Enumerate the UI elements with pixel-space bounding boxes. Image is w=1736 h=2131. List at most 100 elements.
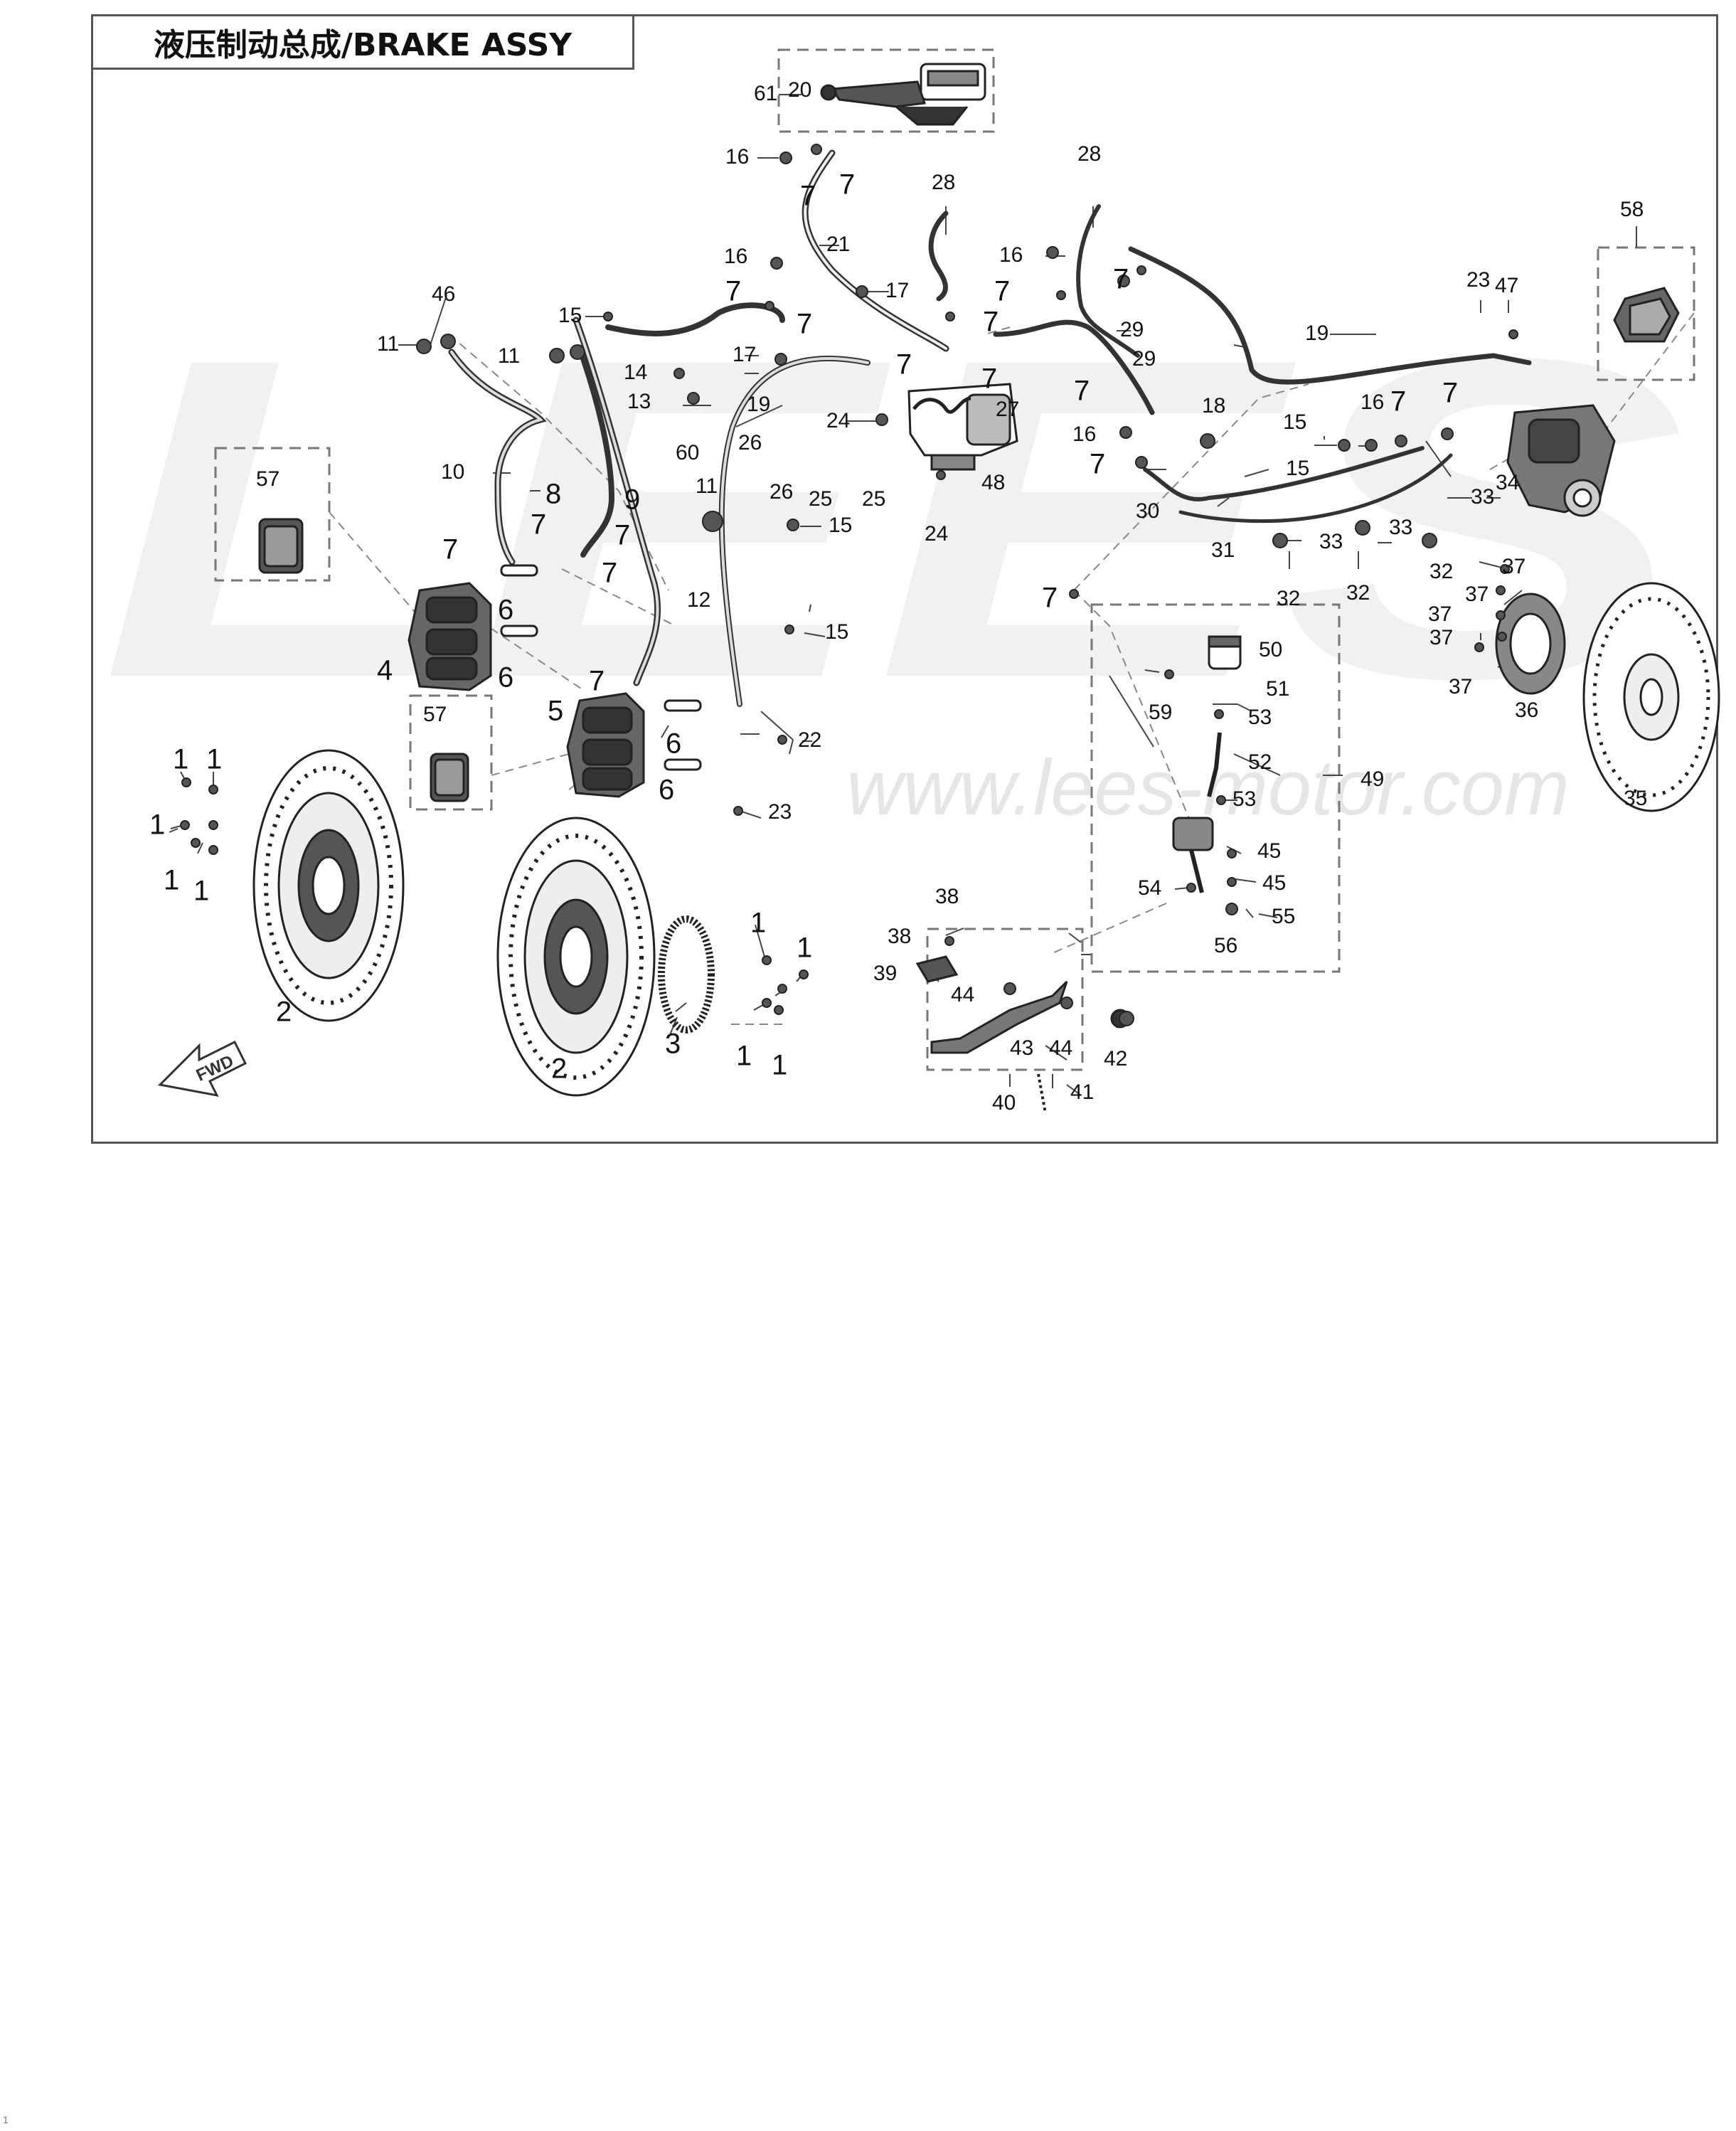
callout-16: 16 (725, 145, 749, 169)
callout-6: 6 (498, 595, 513, 626)
callout-4: 4 (377, 655, 393, 686)
callout-33: 33 (1389, 516, 1412, 539)
callout-7: 7 (994, 276, 1010, 307)
callout-7: 7 (602, 558, 617, 589)
hose-9 (577, 346, 615, 558)
callout-52: 52 (1248, 750, 1272, 774)
brake-pedal-group (926, 928, 1084, 1071)
callout-7: 7 (983, 307, 999, 338)
callout-39: 39 (873, 962, 897, 985)
callout-7: 7 (1090, 449, 1105, 480)
callout-28: 28 (1077, 142, 1101, 166)
callout-15: 15 (1283, 410, 1306, 434)
callout-46: 46 (432, 282, 455, 306)
callout-15: 15 (825, 620, 848, 644)
callout-57: 57 (423, 703, 447, 726)
callout-6: 6 (659, 775, 674, 806)
callout-2: 2 (276, 997, 292, 1028)
callout-37: 37 (1429, 626, 1453, 649)
callout-55: 55 (1272, 905, 1295, 928)
hose-30 (1143, 446, 1425, 501)
callout-38: 38 (935, 885, 959, 908)
callout-58: 58 (1620, 198, 1644, 221)
callout-1: 1 (206, 744, 222, 775)
callout-1: 1 (193, 876, 209, 907)
abs-unit (907, 383, 1018, 471)
callout-37: 37 (1449, 675, 1472, 698)
title-box: 液压制动总成/BRAKE ASSY (91, 14, 634, 70)
callout-23: 23 (1466, 268, 1490, 292)
callout-45: 45 (1262, 871, 1286, 895)
page-title: 液压制动总成/BRAKE ASSY (153, 27, 573, 63)
brake-pads (258, 287, 1680, 802)
callout-47: 47 (1495, 274, 1518, 297)
callout-29: 29 (1120, 318, 1144, 341)
hose-12-inner (575, 319, 659, 684)
callout-7: 7 (1113, 264, 1129, 295)
page-number: 1 (3, 2114, 9, 2125)
callout-7: 7 (531, 509, 546, 541)
callout-41: 41 (1070, 1080, 1094, 1104)
callout-32: 32 (1346, 581, 1370, 605)
callout-44: 44 (951, 983, 974, 1006)
callout-34: 34 (1496, 471, 1519, 494)
front-caliper-5 (566, 692, 645, 798)
callout-25: 25 (862, 487, 885, 511)
callout-22: 22 (798, 728, 821, 752)
callout-23: 23 (768, 800, 792, 824)
callout-53: 53 (1232, 787, 1256, 811)
callout-61: 61 (754, 82, 777, 105)
callout-42: 42 (1104, 1047, 1127, 1070)
rear-master-group (1090, 603, 1341, 973)
pad-group-rear (1597, 246, 1695, 381)
callout-56: 56 (1214, 934, 1237, 957)
callout-7: 7 (839, 169, 855, 201)
callout-16: 16 (999, 243, 1023, 267)
callout-57: 57 (256, 467, 279, 491)
hose-abs-left (993, 319, 1155, 415)
callout-17: 17 (733, 343, 756, 366)
callout-12: 12 (687, 588, 710, 612)
watermark-logo: LEES (100, 264, 1688, 772)
callout-7: 7 (1042, 583, 1058, 614)
callout-20: 20 (788, 78, 811, 102)
callout-1: 1 (750, 908, 766, 939)
fittings (180, 144, 1518, 1026)
callout-11: 11 (696, 474, 718, 498)
callout-7: 7 (442, 534, 458, 565)
callout-35: 35 (1624, 787, 1647, 810)
pad-group-left (214, 447, 331, 582)
callout-7: 7 (614, 520, 630, 551)
callout-48: 48 (981, 471, 1005, 494)
callout-1: 1 (164, 865, 179, 896)
rear-caliper (1506, 404, 1616, 517)
callout-37: 37 (1465, 583, 1489, 606)
callout-16: 16 (724, 245, 747, 268)
hose-28-left (928, 211, 949, 302)
callout-1: 1 (736, 1041, 752, 1072)
callout-6: 6 (666, 728, 681, 760)
callout-50: 50 (1259, 638, 1282, 661)
callout-24: 24 (925, 522, 948, 546)
callout-24: 24 (826, 409, 850, 432)
callout-26: 26 (738, 431, 762, 455)
callout-1: 1 (772, 1050, 787, 1081)
dashed-group-boxes (214, 48, 1695, 1071)
front-caliper-4 (408, 582, 492, 691)
hose-19-mid-inner (720, 357, 869, 706)
callout-7: 7 (725, 276, 741, 307)
diagram-frame (91, 14, 1718, 1144)
callout-33: 33 (1471, 485, 1494, 509)
front-disc-left (252, 749, 405, 1022)
hose-10-inner (450, 351, 543, 563)
rear-master-cylinder (1172, 635, 1242, 893)
callout-29: 29 (1132, 347, 1156, 371)
callout-3: 3 (665, 1029, 681, 1060)
front-master-cylinder (820, 63, 986, 126)
callout-43: 43 (1010, 1036, 1033, 1060)
callout-40: 40 (992, 1091, 1016, 1115)
callout-26: 26 (770, 480, 793, 504)
brake-hoses (448, 149, 1532, 707)
